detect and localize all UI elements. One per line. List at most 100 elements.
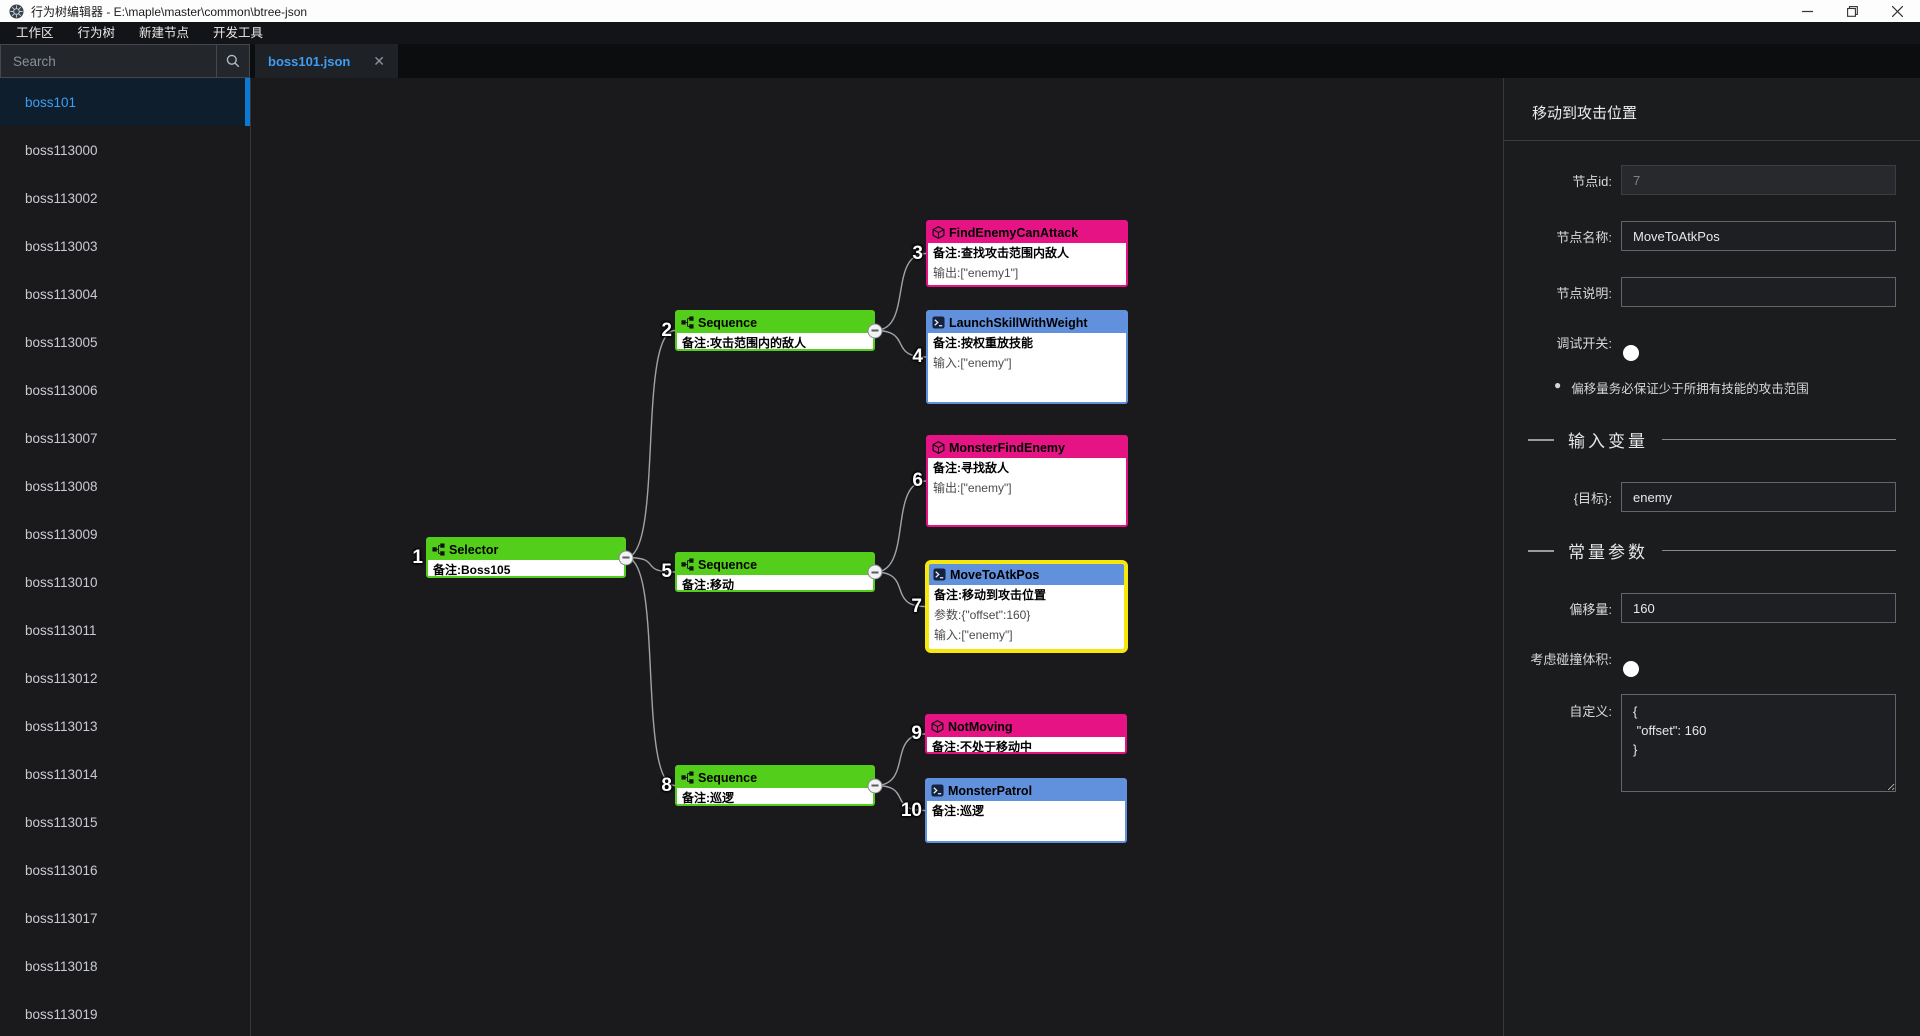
sidebar-item-boss113010[interactable]: boss113010 [0, 558, 250, 606]
sidebar-item-boss113013[interactable]: boss113013 [0, 702, 250, 750]
sidebar-item-boss113009[interactable]: boss113009 [0, 510, 250, 558]
node-line: 备注:寻找敌人 [933, 461, 1009, 475]
sidebar-item-boss113012[interactable]: boss113012 [0, 654, 250, 702]
condition-node-icon [932, 441, 945, 454]
sidebar-item-label: boss113003 [25, 238, 98, 254]
collapse-port[interactable] [867, 564, 883, 580]
sidebar-item-label: boss113004 [25, 286, 98, 302]
node-body: 备注:Boss105 [428, 560, 624, 576]
custom-label: 自定义: [1569, 704, 1612, 719]
target-input[interactable] [1621, 482, 1896, 512]
menu-item[interactable]: 工作区 [16, 26, 54, 40]
custom-json-textarea[interactable]: { "offset": 160 } [1621, 694, 1896, 792]
node-line: 参数:{"offset":160} [934, 608, 1031, 622]
minus-icon [871, 329, 879, 332]
sidebar-item-boss113004[interactable]: boss113004 [0, 270, 250, 318]
sidebar-item-boss113016[interactable]: boss113016 [0, 846, 250, 894]
node-line: 输入:["enemy"] [933, 356, 1012, 370]
sidebar-item-boss113015[interactable]: boss113015 [0, 798, 250, 846]
node-body: 备注:移动 [677, 575, 873, 590]
sidebar-item-boss113005[interactable]: boss113005 [0, 318, 250, 366]
tree-node-Sequence[interactable]: Sequence 备注:移动 [675, 552, 875, 592]
sidebar-tree-list: boss101 boss113000 boss113002 boss113003… [0, 78, 251, 1036]
sidebar-item-boss113002[interactable]: boss113002 [0, 174, 250, 222]
node-order-badge: 9 [911, 723, 922, 744]
edge [874, 784, 926, 812]
sidebar-item-label: boss113007 [25, 430, 98, 446]
collapse-port[interactable] [867, 323, 883, 338]
sidebar-item-boss113018[interactable]: boss113018 [0, 942, 250, 990]
sidebar-item-boss113011[interactable]: boss113011 [0, 606, 250, 654]
node-order-badge: 5 [661, 561, 672, 582]
node-header: MoveToAtkPos [929, 564, 1124, 585]
sidebar-item-boss113000[interactable]: boss113000 [0, 126, 250, 174]
restore-button[interactable] [1830, 0, 1875, 22]
field-row-offset: 偏移量: [1528, 593, 1896, 623]
field-row-node-desc: 节点说明: [1528, 277, 1896, 307]
sidebar-item-label: boss113000 [25, 142, 98, 158]
node-body: 备注:按权重放技能输入:["enemy"] [928, 333, 1126, 373]
tab-close-icon[interactable]: ✕ [373, 53, 385, 69]
offset-input[interactable] [1621, 593, 1896, 623]
menu-item[interactable]: 开发工具 [213, 26, 264, 40]
edge-layer [625, 252, 927, 812]
menu-item[interactable]: 行为树 [77, 26, 116, 40]
node-header: MonsterFindEnemy [928, 437, 1126, 458]
sidebar-item-boss113017[interactable]: boss113017 [0, 894, 250, 942]
node-title: Selector [449, 542, 499, 557]
node-name-label: 节点名称: [1556, 229, 1612, 245]
section-title: 常量参数 [1568, 543, 1648, 562]
field-row-target: {目标}: [1528, 482, 1896, 512]
sidebar-item-boss113007[interactable]: boss113007 [0, 414, 250, 462]
edge [625, 556, 676, 787]
minus-icon [622, 556, 630, 559]
action-node-icon [932, 316, 945, 329]
search-icon [226, 54, 240, 68]
search-button[interactable] [216, 45, 249, 77]
sidebar-item-boss113006[interactable]: boss113006 [0, 366, 250, 414]
tree-node-Selector[interactable]: Selector 备注:Boss105 [426, 537, 626, 578]
node-order-badge: 2 [661, 319, 672, 341]
sidebar-item-boss101[interactable]: boss101 [0, 78, 250, 126]
sidebar-item-boss113003[interactable]: boss113003 [0, 222, 250, 270]
node-body: 备注:攻击范围内的敌人 [677, 333, 873, 349]
node-name-input[interactable] [1621, 221, 1896, 251]
sidebar-item-boss113008[interactable]: boss113008 [0, 462, 250, 510]
node-order-badge: 10 [900, 799, 922, 821]
tab-bar: boss101.json ✕ [250, 44, 1920, 78]
close-button[interactable] [1875, 0, 1920, 22]
node-body: 备注:巡逻 [927, 801, 1125, 821]
collapse-port[interactable] [867, 778, 883, 793]
node-order-badge: 4 [912, 346, 923, 367]
app-icon [9, 3, 24, 19]
sidebar-item-label: boss113019 [25, 1006, 98, 1022]
sidebar-item-boss113014[interactable]: boss113014 [0, 750, 250, 798]
sidebar-item-boss113019[interactable]: boss113019 [0, 990, 250, 1036]
window-title: 行为树编辑器 - E:\maple\master\common\btree-js… [31, 4, 308, 19]
field-row-collision: 考虑碰撞体积: [1528, 649, 1896, 677]
menu-item[interactable]: 新建节点 [139, 26, 190, 40]
minimize-button[interactable] [1785, 0, 1830, 22]
sidebar-item-label: boss113009 [25, 526, 98, 542]
node-line: 备注:移动到攻击位置 [934, 588, 1046, 602]
node-desc-input[interactable] [1621, 277, 1896, 307]
tab-boss101[interactable]: boss101.json ✕ [255, 44, 398, 78]
node-header: Sequence [677, 312, 873, 333]
node-title: MonsterFindEnemy [949, 440, 1065, 455]
node-line: 备注:不处于移动中 [932, 740, 1032, 754]
node-title: Sequence [698, 557, 758, 572]
node-body: 备注:巡逻 [677, 788, 873, 804]
sidebar-item-label: boss113005 [25, 334, 98, 350]
offset-label: 偏移量: [1569, 601, 1612, 617]
search-input[interactable] [1, 45, 216, 77]
collapse-port[interactable] [618, 550, 634, 565]
